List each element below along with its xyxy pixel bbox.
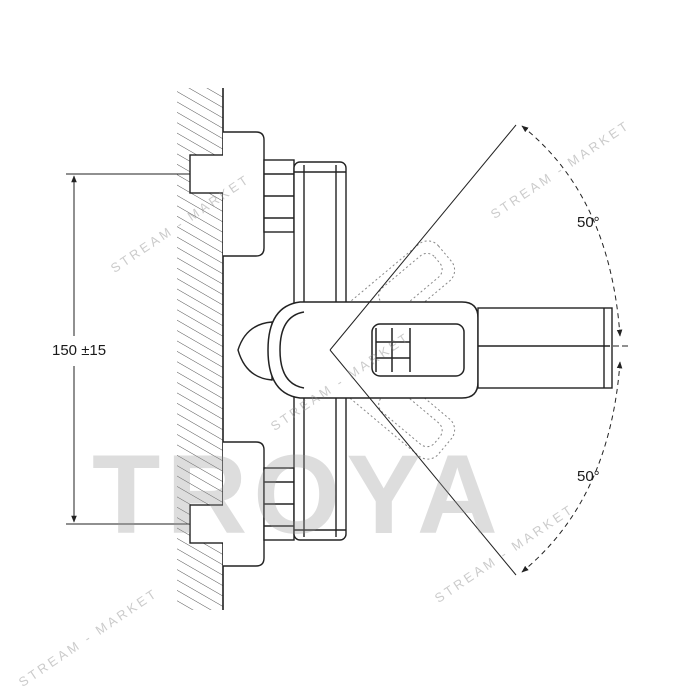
lever-grip-window (371, 323, 465, 377)
spout (477, 307, 613, 389)
angle-construction (329, 124, 628, 576)
handle-hub-inner (279, 311, 305, 389)
angle-arc-top (521, 125, 623, 337)
angle-label-top: 50° (577, 214, 600, 231)
upper-inlet-stub (189, 154, 225, 194)
angle-arc-bottom (521, 361, 623, 573)
axis-line-up (329, 124, 517, 351)
dimension-label: 150 ±15 (52, 342, 107, 359)
lower-connector (189, 441, 295, 567)
brand-watermark: TROYA (92, 432, 504, 557)
cartridge-cap (237, 321, 273, 381)
upper-connector (189, 131, 295, 257)
handle (267, 301, 479, 399)
dimension-150 (66, 173, 190, 525)
spout-outline (477, 307, 613, 389)
axis-line-down (329, 349, 517, 576)
angle-label-bottom: 50° (577, 468, 600, 485)
